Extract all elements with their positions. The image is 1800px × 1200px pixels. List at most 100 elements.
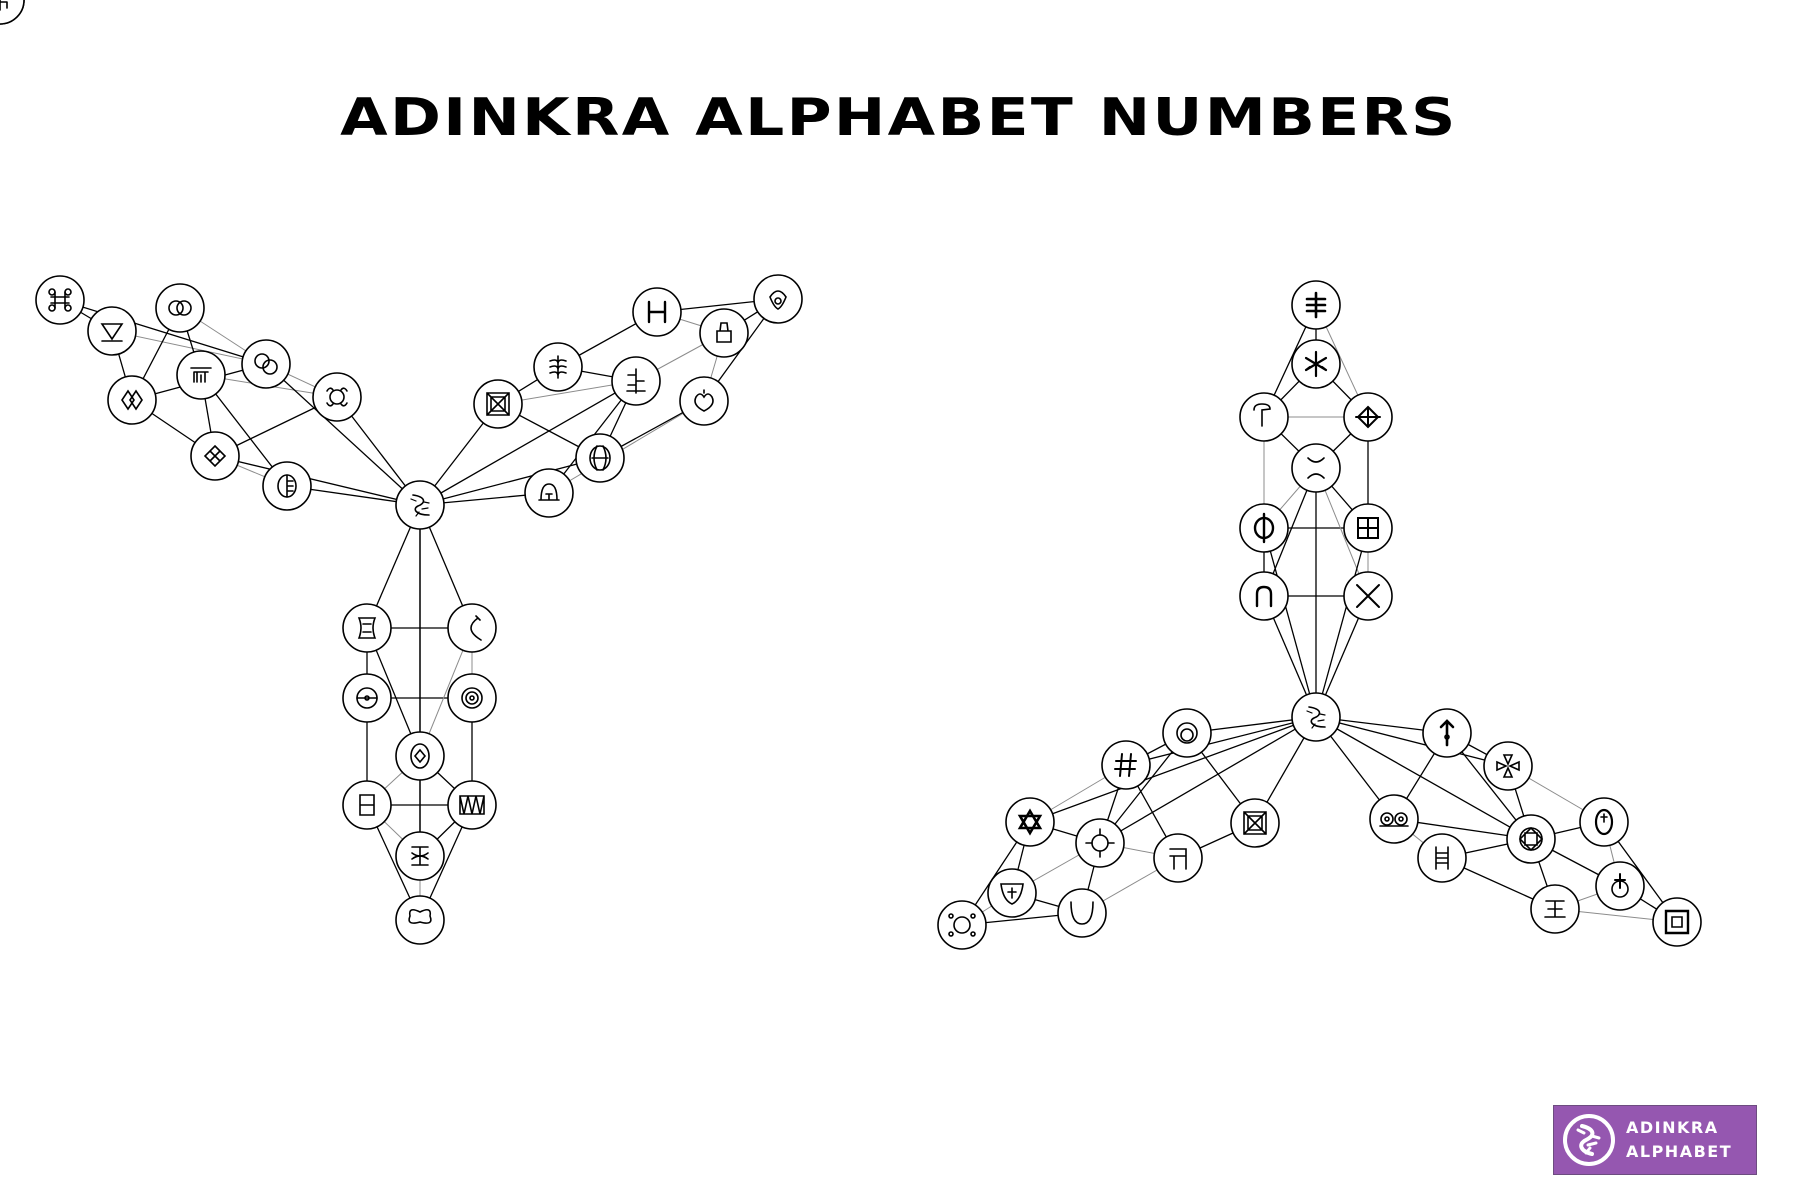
hourglass-icon [342, 603, 392, 653]
connection-line [419, 457, 601, 506]
connection-line [1315, 716, 1532, 840]
crab-icon [312, 372, 362, 422]
akoma-ntoaso-icon [395, 831, 445, 881]
window-bar-icon [342, 780, 392, 830]
double-diamond-icon [107, 375, 157, 425]
connection-lines [59, 298, 1678, 926]
crossed-square-icon [473, 379, 523, 429]
arrow-up-icon [1422, 708, 1472, 758]
symbol-node-circle [395, 895, 445, 945]
heart-drop-icon [679, 376, 729, 426]
earth-icon [1595, 861, 1645, 911]
symbol-node-circle [447, 603, 497, 653]
logo-line-2: ALPHABET [1626, 1142, 1733, 1161]
target-cross-icon [342, 673, 392, 723]
window-four-icon [1343, 503, 1393, 553]
symbol-node-circle [1291, 443, 1341, 493]
connection-line [1263, 527, 1317, 718]
ladder-icon [1417, 833, 1467, 883]
symbol-node-circle [0, 0, 25, 25]
twin-crescent-icon [1291, 443, 1341, 493]
symbol-node-circle [1005, 797, 1055, 847]
symbol-node-circle [342, 603, 392, 653]
seal-H-icon [632, 287, 682, 337]
symbol-node-circle [679, 376, 729, 426]
wawa-tree-icon [611, 356, 661, 406]
symbol-node-circle [1652, 897, 1702, 947]
diamond-square-icon [1506, 814, 1556, 864]
connection-line [1315, 527, 1369, 718]
nkonsonkonson-icon [176, 350, 226, 400]
symbol-node-circle [241, 339, 291, 389]
symbol-node-circle [937, 900, 987, 950]
acorn-icon [753, 274, 803, 324]
connection-line [265, 363, 421, 506]
symbol-node-circle [524, 468, 574, 518]
hook-icon [1239, 392, 1289, 442]
connection-line [111, 330, 267, 365]
symbol-node-circle [1239, 392, 1289, 442]
compass-icon [937, 900, 987, 950]
symbol-node-circle [395, 731, 445, 781]
zigzag-icon [447, 780, 497, 830]
symbol-node-circle [753, 274, 803, 324]
connection-line [59, 299, 267, 365]
triple-bar-icon [1291, 280, 1341, 330]
linked-rings-icon [241, 339, 291, 389]
cup-icon [1057, 888, 1107, 938]
symbol-node-circle [1153, 833, 1203, 883]
symbol-node-circle [1483, 741, 1533, 791]
leaf-icon [533, 342, 583, 392]
star-of-david-icon [1005, 797, 1055, 847]
house-icon [699, 308, 749, 358]
symbol-node-circle [1101, 740, 1151, 790]
symbol-node-circle [87, 306, 137, 356]
symbol-node-circle [1506, 814, 1556, 864]
crescent-icon [447, 603, 497, 653]
spiral-circle-icon [1162, 708, 1212, 758]
connection-line [1315, 716, 1509, 767]
bell-icon [524, 468, 574, 518]
symbol-node-circle [1057, 888, 1107, 938]
gye-nyame-icon [395, 480, 445, 530]
symbol-node-circle [1075, 818, 1125, 868]
symbol-node-circle [447, 673, 497, 723]
triangle-down-icon [87, 306, 137, 356]
symbol-node-circle [155, 283, 205, 333]
connection-line [548, 400, 705, 494]
phi-icon [1239, 503, 1289, 553]
hash-icon [1101, 740, 1151, 790]
symbol-node-circle [35, 275, 85, 325]
page-title: ADINKRA ALPHABET NUMBERS [340, 88, 1458, 148]
concentric-circles-icon [447, 673, 497, 723]
connection-line [1029, 716, 1317, 823]
mpatapo-icon [35, 275, 85, 325]
gye-nyame-logo-icon [1563, 1114, 1615, 1166]
connection-line [1099, 716, 1317, 844]
diamond-window-icon [190, 431, 240, 481]
logo-line-1: ADINKRA [1626, 1118, 1719, 1137]
butterfly-icon [395, 895, 445, 945]
connection-line [419, 380, 637, 506]
trident-icon [0, 0, 25, 25]
diamond-cross-icon [1343, 392, 1393, 442]
x-cross-icon [1343, 571, 1393, 621]
connection-line [214, 455, 421, 506]
hye-won-hye-icon [575, 433, 625, 483]
eban-fence-icon [155, 283, 205, 333]
crosshair-icon [1075, 818, 1125, 868]
star-wheel-icon [1291, 339, 1341, 389]
maltese-cross-icon [1483, 741, 1533, 791]
eye-diamond-icon [395, 731, 445, 781]
spiral-double-icon [1369, 794, 1419, 844]
gye-nyame-icon [1291, 692, 1341, 742]
adinkra-alphabet-logo[interactable]: ADINKRA ALPHABET [1553, 1105, 1757, 1175]
connection-line [1125, 716, 1317, 766]
symbol-node-circle [1162, 708, 1212, 758]
heart-cross-icon [987, 868, 1037, 918]
crossed-square-icon [1230, 798, 1280, 848]
oval-cross-icon [1579, 797, 1629, 847]
symbol-node-circle [1239, 571, 1289, 621]
square-in-square-icon [1652, 897, 1702, 947]
